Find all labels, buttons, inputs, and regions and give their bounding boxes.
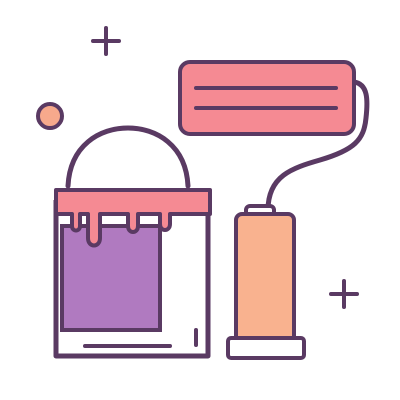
dot-icon xyxy=(36,102,64,130)
paint-roller xyxy=(178,60,370,360)
plus-icon xyxy=(91,26,121,56)
bucket-handle xyxy=(65,125,191,189)
plus-icon xyxy=(329,279,359,309)
paint-bucket xyxy=(53,188,212,359)
